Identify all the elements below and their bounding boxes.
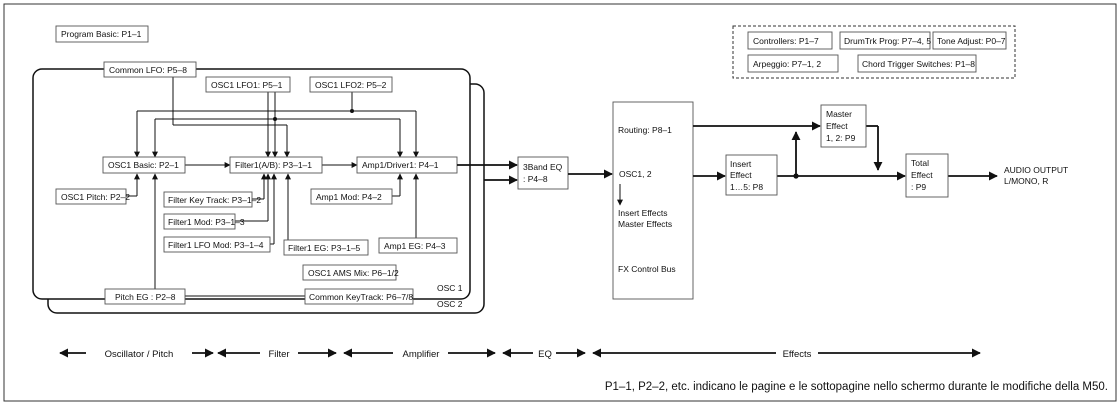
program-basic-box[interactable]	[55, 25, 149, 43]
osc1-lfo1-box[interactable]	[205, 76, 291, 93]
osc1-lfo2-label: OSC1 LFO2: P5–2	[315, 80, 387, 90]
osc1-pitch-box[interactable]	[55, 188, 127, 205]
osc12-label: OSC1, 2	[619, 169, 652, 179]
outer-frame	[3, 3, 1117, 402]
filter1-mod-box[interactable]	[163, 213, 236, 230]
filter-keytrack-box[interactable]	[163, 191, 253, 208]
filter-keytrack-label: Filter Key Track: P3–1–2	[168, 195, 261, 205]
osc1-lfo2-box[interactable]	[309, 76, 393, 93]
drumtrk-prog-box[interactable]	[839, 31, 931, 50]
legend-box	[732, 25, 1016, 79]
audio-output-l1: AUDIO OUTPUT	[1004, 165, 1068, 175]
master-effects-label: Master Effects	[618, 219, 672, 229]
common-keytrack-box[interactable]	[304, 288, 414, 305]
filter1-eg-label: Filter1 EG: P3–1–5	[288, 243, 361, 253]
filter1-mod-label: Filter1 Mod: P3–1–3	[168, 217, 245, 227]
insert-effects-label: Insert Effects	[618, 208, 667, 218]
section-effects: Effects	[783, 349, 812, 360]
eq-label-line2: : P4–8	[523, 174, 548, 184]
tone-adjust-box[interactable]	[932, 31, 1007, 50]
insert-effect-box[interactable]	[725, 154, 778, 196]
fx-control-bus-label: FX Control Bus	[618, 264, 676, 274]
osc1-panel-label: OSC 1	[437, 283, 463, 293]
master-effect-l3: 1, 2: P9	[826, 133, 856, 143]
drumtrk-prog-label: DrumTrk Prog: P7–4, 5	[844, 36, 931, 46]
arpeggio-box[interactable]	[747, 54, 839, 73]
filter1-eg-box[interactable]	[283, 239, 369, 256]
program-basic-label: Program Basic: P1–1	[61, 29, 142, 39]
common-lfo-label: Common LFO: P5–8	[109, 65, 187, 75]
master-effect-box[interactable]	[820, 104, 867, 148]
osc1-basic-label: OSC1 Basic: P2–1	[108, 160, 179, 170]
routing-label: Routing: P8–1	[618, 125, 672, 135]
pitch-eg-box[interactable]	[104, 288, 186, 305]
controllers-box[interactable]	[747, 31, 833, 50]
arpeggio-label: Arpeggio: P7–1, 2	[753, 59, 821, 69]
insert-effect-l3: 1…5: P8	[730, 182, 763, 192]
master-effect-l2: Effect	[826, 121, 848, 131]
osc1-panel	[32, 68, 471, 300]
controllers-label: Controllers: P1–7	[753, 36, 819, 46]
insert-effect-l1: Insert	[730, 159, 752, 169]
osc2-panel-label: OSC 2	[437, 299, 463, 309]
osc1-pitch-label: OSC1 Pitch: P2–2	[61, 192, 130, 202]
amp1-eg-box[interactable]	[378, 237, 458, 254]
filter1-lfo-mod-box[interactable]	[163, 236, 271, 253]
osc-wiring	[126, 77, 419, 297]
eq-label-line1: 3Band EQ	[523, 162, 563, 172]
total-effect-l3: : P9	[911, 182, 926, 192]
total-effect-box[interactable]	[905, 153, 949, 198]
common-keytrack-label: Common KeyTrack: P6–7/8	[309, 292, 413, 302]
audio-output-l2: L/MONO, R	[1004, 176, 1048, 186]
section-eq: EQ	[538, 349, 552, 360]
effects-wiring	[693, 121, 998, 181]
section-osc-pitch: Oscillator / Pitch	[105, 349, 174, 360]
osc1-basic-box[interactable]	[102, 156, 186, 174]
tone-adjust-label: Tone Adjust: P0–7	[937, 36, 1006, 46]
caption: P1–1, P2–2, etc. indicano le pagine e le…	[605, 381, 1108, 393]
osc1-ams-mix-label: OSC1 AMS Mix: P6–1/2	[308, 268, 399, 278]
total-effect-l2: Effect	[911, 170, 933, 180]
osc1-ams-mix-box[interactable]	[302, 264, 397, 281]
amp1-mod-label: Amp1 Mod: P4–2	[316, 192, 382, 202]
filter1-box[interactable]	[229, 156, 323, 174]
master-effect-l1: Master	[826, 109, 852, 119]
common-lfo-box[interactable]	[103, 61, 197, 78]
section-amplifier: Amplifier	[403, 349, 440, 360]
amp1-mod-box[interactable]	[310, 188, 393, 205]
insert-effect-l2: Effect	[730, 170, 752, 180]
chord-trigger-label: Chord Trigger Switches: P1–8	[862, 59, 975, 69]
total-effect-l1: Total	[911, 158, 929, 168]
amp1-eg-label: Amp1 EG: P4–3	[384, 241, 446, 251]
filter1-lfo-mod-label: Filter1 LFO Mod: P3–1–4	[168, 240, 264, 250]
eq-box[interactable]	[517, 156, 569, 190]
filter1-label: Filter1(A/B): P3–1–1	[235, 160, 312, 170]
section-filter: Filter	[268, 349, 289, 360]
fx-routing-box[interactable]	[612, 101, 694, 300]
amp1-driver1-label: Amp1/Driver1: P4–1	[362, 160, 439, 170]
pitch-eg-label: Pitch EG : P2–8	[115, 292, 176, 302]
osc1-lfo1-label: OSC1 LFO1: P5–1	[211, 80, 283, 90]
chord-trigger-box[interactable]	[857, 54, 977, 73]
